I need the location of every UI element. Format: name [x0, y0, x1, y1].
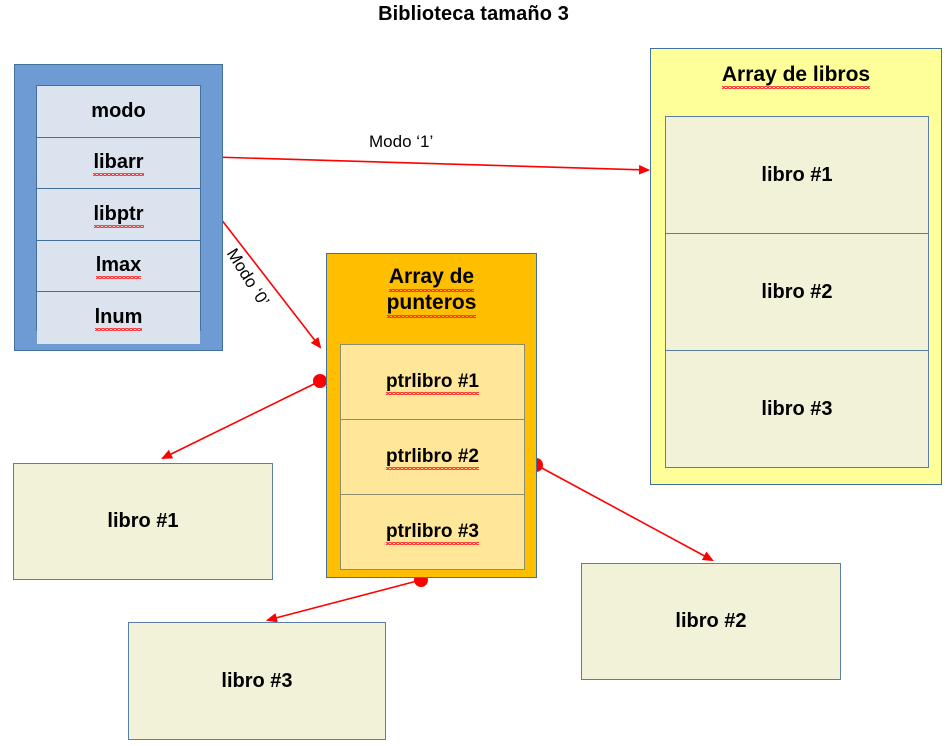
biblioteca-struct-fields: modo libarr libptr lmax lnum: [36, 85, 201, 344]
ptrlibro-cell-1[interactable]: ptrlibro #1: [340, 344, 525, 420]
ptrlibro-cell-label: ptrlibro #1: [386, 371, 479, 395]
struct-field-label: lnum: [94, 306, 143, 332]
array-de-punteros-header-line2: punteros: [386, 291, 477, 318]
array-libro-cell-label: libro #2: [761, 280, 833, 303]
ptrlibro-cell-label: ptrlibro #2: [386, 446, 479, 470]
array-libro-cell-label: libro #3: [761, 397, 833, 420]
struct-field-lmax[interactable]: lmax: [37, 240, 200, 292]
struct-field-label: libptr: [93, 202, 144, 228]
struct-field-label: libarr: [93, 151, 144, 177]
array-libro-cell-3[interactable]: libro #3: [665, 350, 929, 468]
struct-field-modo[interactable]: modo: [37, 86, 200, 138]
struct-field-lnum[interactable]: lnum: [37, 292, 200, 344]
free-libro-box-1[interactable]: libro #1: [13, 463, 273, 580]
array-de-libros-header: Array de libros: [651, 63, 941, 89]
array-de-punteros-box[interactable]: Array de punteros ptrlibro #1 ptrlibro #…: [326, 253, 537, 578]
connector-ptrlibro1-to-libro1: [160, 374, 327, 459]
array-de-punteros-cells: ptrlibro #1 ptrlibro #2 ptrlibro #3: [340, 344, 525, 570]
array-libro-cell-1[interactable]: libro #1: [665, 116, 929, 234]
free-libro-box-2[interactable]: libro #2: [581, 563, 841, 680]
ptrlibro-cell-label: ptrlibro #3: [386, 521, 479, 545]
connector-libarr-to-array-libros: [204, 150, 651, 175]
free-libro-box-3[interactable]: libro #3: [128, 622, 386, 740]
free-libro-label: libro #1: [107, 510, 179, 532]
array-libro-cell-label: libro #1: [761, 163, 833, 186]
array-de-punteros-header: Array de punteros: [327, 264, 536, 318]
struct-field-libptr[interactable]: libptr: [37, 189, 200, 241]
page-title: Biblioteca tamaño 3: [378, 3, 569, 25]
edge-label-modo-1: Modo ‘1’: [369, 132, 434, 151]
array-libro-cell-2[interactable]: libro #2: [665, 233, 929, 351]
struct-field-label: modo: [91, 99, 146, 122]
struct-field-libarr[interactable]: libarr: [37, 137, 200, 189]
ptrlibro-cell-2[interactable]: ptrlibro #2: [340, 419, 525, 495]
struct-field-label: lmax: [95, 254, 142, 280]
array-de-libros-box[interactable]: Array de libros libro #1 libro #2 libro …: [650, 48, 942, 485]
free-libro-label: libro #2: [675, 610, 747, 632]
array-de-punteros-header-line1: Array de: [388, 265, 475, 292]
array-de-libros-header-label: Array de libros: [721, 63, 871, 89]
array-de-libros-cells: libro #1 libro #2 libro #3: [665, 116, 929, 470]
ptrlibro-cell-3[interactable]: ptrlibro #3: [340, 494, 525, 570]
connector-ptrlibro3-to-libro3: [265, 573, 428, 623]
edge-label-modo-0: Modo ‘0’: [222, 245, 274, 310]
free-libro-label: libro #3: [221, 669, 293, 692]
